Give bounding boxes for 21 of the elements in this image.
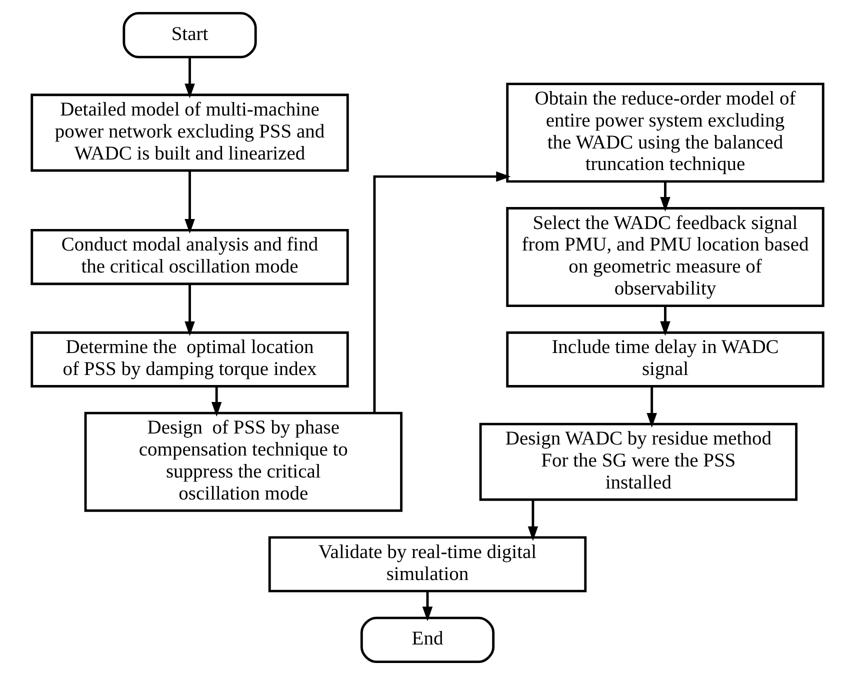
arrow <box>211 386 222 417</box>
node-box: Include time delay in WADC signal <box>506 331 824 388</box>
node-box: Validate by real-time digital simulation <box>268 536 587 592</box>
node-box: Conduct modal analysis and find the critical oscillation mode <box>30 229 349 286</box>
node-box: Design WADC by residue method For the SG were the PSS installed <box>479 422 798 501</box>
node-box: Detailed model of multi-machine power network excluding PSS and WADC is built and linearized <box>30 94 349 172</box>
node-box: End <box>360 616 495 664</box>
arrow <box>184 57 195 98</box>
arrow <box>184 284 195 336</box>
node-box: Select the WADC feedback signal from PMU, and PMU location based on geometric measure of observability <box>506 207 824 308</box>
node-box: Determine the optimal location of PSS by damping torque index <box>30 331 349 388</box>
arrow <box>528 500 538 541</box>
arrow <box>373 171 511 413</box>
node-box: Design of PSS by phase compensation technique to suppress the critical oscillation mode <box>84 412 403 512</box>
arrow <box>422 591 433 622</box>
arrow <box>660 181 670 212</box>
arrow <box>646 386 657 428</box>
arrow <box>660 306 670 336</box>
arrow <box>184 170 195 234</box>
node-box: Start <box>122 12 257 58</box>
node-box: Obtain the reduce-order model of entire power system excluding the WADC using the balanced truncation technique <box>506 82 824 183</box>
